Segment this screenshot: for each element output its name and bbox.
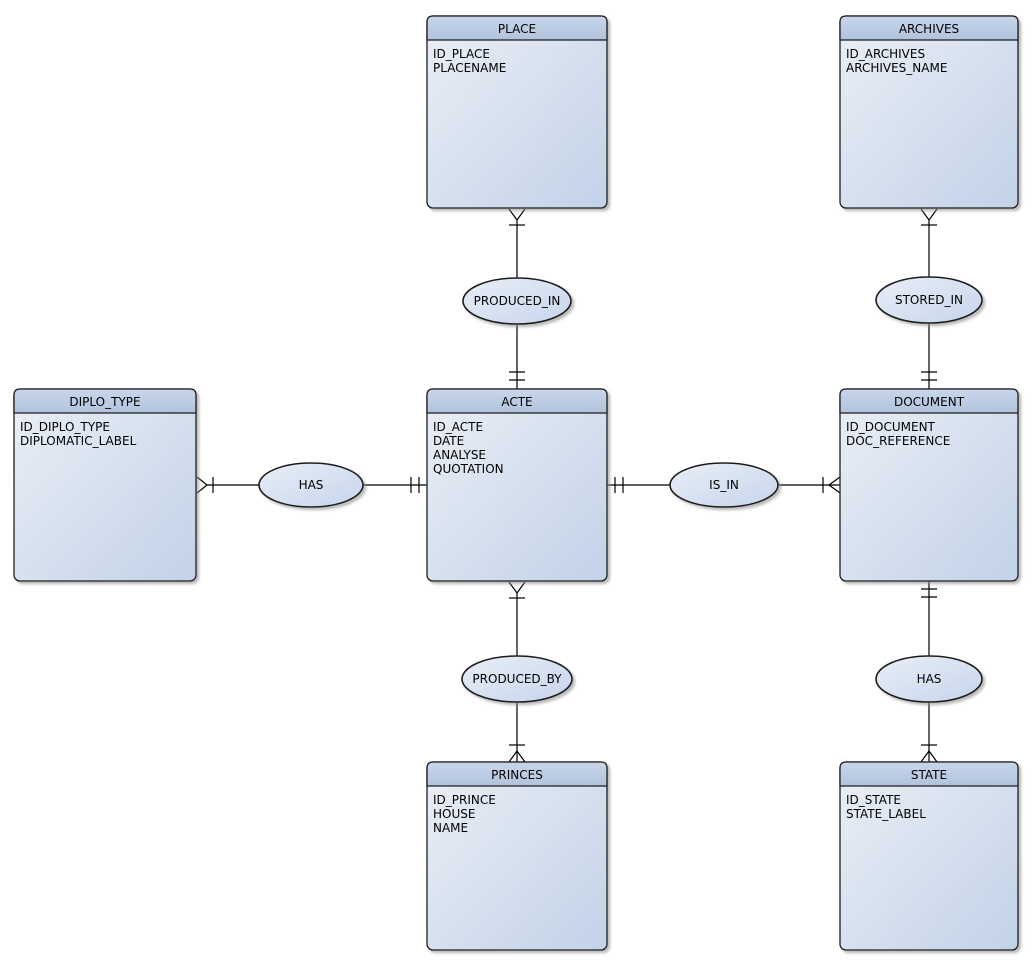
crow-foot-marker xyxy=(508,750,526,763)
entity-archives[interactable]: ARCHIVES ID_ARCHIVES ARCHIVES_NAME xyxy=(839,15,1019,209)
relationship-label: HAS xyxy=(299,478,324,492)
relationship-ellipse[interactable] xyxy=(875,276,983,324)
entity-attribute: NAME xyxy=(433,821,468,835)
entity-header[interactable] xyxy=(13,388,197,414)
connector-archives-stored-in-document[interactable] xyxy=(920,208,938,389)
connector-diplo-type-has-acte[interactable] xyxy=(196,476,427,494)
entity-acte[interactable]: ACTE ID_ACTE DATE ANALYSE QUOTATION xyxy=(426,388,608,582)
entity-title: DIPLO_TYPE xyxy=(69,395,140,409)
relationship-produced-by[interactable]: PRODUCED_BY xyxy=(461,655,573,703)
entity-attribute: PLACENAME xyxy=(433,61,506,75)
relationship-stored-in[interactable]: STORED_IN xyxy=(875,276,983,324)
relationship-ellipse[interactable] xyxy=(875,655,983,703)
entity-princes[interactable]: PRINCES ID_PRINCE HOUSE NAME xyxy=(426,761,608,951)
double-bar-marker xyxy=(614,477,624,493)
relationship-ellipse[interactable] xyxy=(461,655,573,703)
relationship-ellipse[interactable] xyxy=(669,462,779,508)
relationship-label: PRODUCED_IN xyxy=(474,294,561,308)
relationship-ellipse[interactable] xyxy=(258,462,364,508)
entity-body[interactable] xyxy=(426,15,608,209)
entity-title: STATE xyxy=(911,768,947,782)
entity-attribute: DOC_REFERENCE xyxy=(846,434,950,448)
entity-body[interactable] xyxy=(839,761,1019,951)
entity-header[interactable] xyxy=(426,388,608,414)
crow-foot-marker xyxy=(920,750,938,763)
relationship-is-in[interactable]: IS_IN xyxy=(669,462,779,508)
entity-attribute: STATE_LABEL xyxy=(846,807,926,821)
double-bar-marker xyxy=(509,371,525,381)
entity-diplo-type[interactable]: DIPLO_TYPE ID_DIPLO_TYPE DIPLOMATIC_LABE… xyxy=(13,388,197,582)
entity-body[interactable] xyxy=(839,15,1019,209)
entity-header[interactable] xyxy=(839,15,1019,41)
entity-header[interactable] xyxy=(839,761,1019,787)
crow-foot-marker xyxy=(196,476,208,494)
entity-attribute: ID_DIPLO_TYPE xyxy=(20,420,110,434)
entity-title: ARCHIVES xyxy=(899,22,959,36)
entity-place[interactable]: PLACE ID_PLACE PLACENAME xyxy=(426,15,608,209)
entity-attribute: ID_ACTE xyxy=(433,420,483,434)
entity-body[interactable] xyxy=(426,388,608,582)
entity-attribute: ANALYSE xyxy=(433,448,486,462)
crow-foot-marker xyxy=(508,581,526,594)
crow-foot-marker xyxy=(920,208,938,221)
entity-attribute: QUOTATION xyxy=(433,462,504,476)
entity-attribute: ID_PLACE xyxy=(433,47,490,61)
relationship-label: HAS xyxy=(917,672,942,686)
relationship-has-state[interactable]: HAS xyxy=(875,655,983,703)
entity-body[interactable] xyxy=(839,388,1019,582)
connector-document-has-state[interactable] xyxy=(920,581,938,763)
crow-foot-marker xyxy=(828,476,841,494)
entity-title: PLACE xyxy=(498,22,536,36)
entity-attribute: ID_PRINCE xyxy=(433,793,496,807)
relationship-label: IS_IN xyxy=(709,478,739,492)
double-bar-marker xyxy=(921,371,937,381)
entity-attribute: HOUSE xyxy=(433,807,475,821)
connector-acte-is-in-document[interactable] xyxy=(607,476,841,494)
connector-place-produced-in-acte[interactable] xyxy=(508,208,526,389)
relationship-produced-in[interactable]: PRODUCED_IN xyxy=(462,277,572,325)
entity-attribute: ID_DOCUMENT xyxy=(846,420,936,434)
relationship-label: STORED_IN xyxy=(895,293,963,307)
entity-document[interactable]: DOCUMENT ID_DOCUMENT DOC_REFERENCE xyxy=(839,388,1019,582)
entity-attribute: ARCHIVES_NAME xyxy=(846,61,947,75)
entity-title: DOCUMENT xyxy=(894,395,965,409)
entity-body[interactable] xyxy=(13,388,197,582)
entity-header[interactable] xyxy=(839,388,1019,414)
relationship-ellipse[interactable] xyxy=(462,277,572,325)
entity-title: PRINCES xyxy=(491,768,543,782)
entity-attribute: ID_ARCHIVES xyxy=(846,47,925,61)
crow-foot-marker xyxy=(508,208,526,221)
entity-attribute: DIPLOMATIC_LABEL xyxy=(20,434,137,448)
connector-acte-produced-by-princes[interactable] xyxy=(508,581,526,763)
entity-body[interactable] xyxy=(426,761,608,951)
entity-attribute: ID_STATE xyxy=(846,793,901,807)
entity-attribute: DATE xyxy=(433,434,464,448)
entity-header[interactable] xyxy=(426,15,608,41)
double-bar-marker xyxy=(921,588,937,598)
relationship-has-diplo-type[interactable]: HAS xyxy=(258,462,364,508)
entity-title: ACTE xyxy=(501,395,532,409)
entity-header[interactable] xyxy=(426,761,608,787)
entity-state[interactable]: STATE ID_STATE STATE_LABEL xyxy=(839,761,1019,951)
relationship-label: PRODUCED_BY xyxy=(472,672,562,686)
double-bar-marker xyxy=(410,477,420,493)
